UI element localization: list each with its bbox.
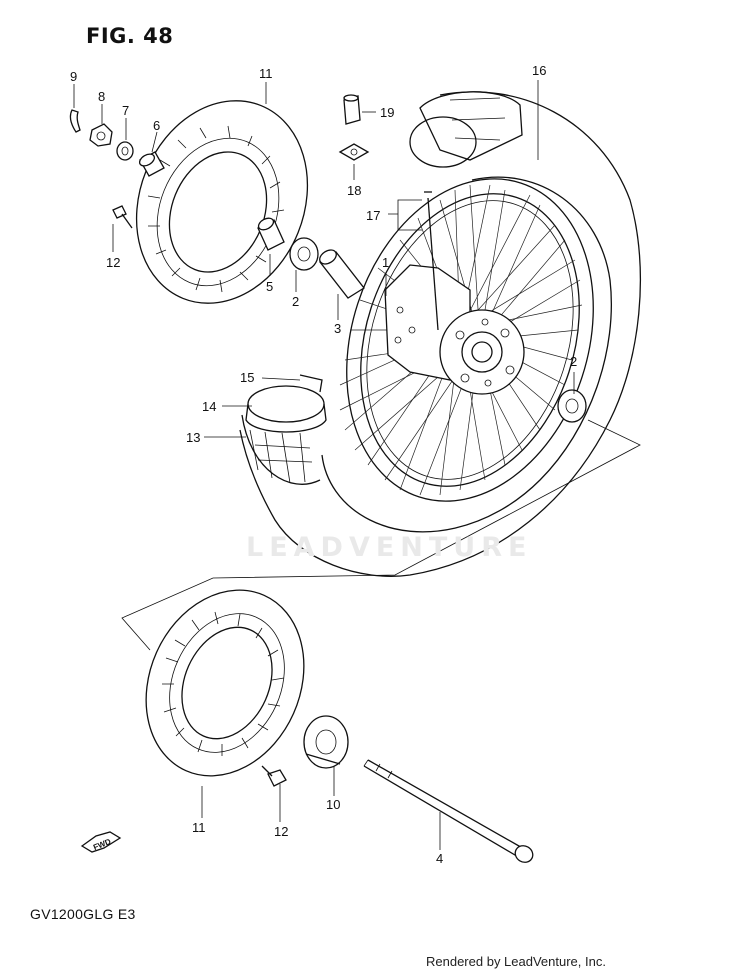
callout-18: 18 — [347, 183, 362, 198]
axle-hardware-left — [69, 109, 165, 177]
brake-disc-bottom — [145, 589, 305, 777]
callout-7: 7 — [122, 103, 130, 118]
bearing-spacers — [257, 217, 365, 299]
inner-tube — [245, 374, 327, 433]
callout-2-left: 2 — [292, 294, 300, 309]
valve-parts — [338, 94, 370, 161]
projection-lines — [121, 419, 641, 651]
callout-16: 16 — [532, 63, 547, 78]
leader-lines — [73, 80, 575, 850]
axle-shaft — [363, 759, 534, 863]
render-credit: Rendered by LeadVenture, Inc. — [426, 954, 606, 969]
speedometer-gearbox — [303, 715, 349, 769]
callout-12-top: 12 — [106, 255, 121, 270]
bearing-right — [557, 389, 587, 423]
callout-3: 3 — [334, 321, 342, 336]
callout-6: 6 — [153, 118, 161, 133]
brake-disc-top — [135, 100, 309, 304]
callout-17: 17 — [366, 208, 381, 223]
callout-2-right: 2 — [570, 354, 578, 369]
bolt-top — [112, 205, 133, 229]
watermark: LEADVENTURE — [246, 532, 533, 563]
hub — [384, 264, 525, 395]
callout-11-bottom: 11 — [192, 820, 206, 835]
fwd-arrow-icon — [80, 831, 122, 853]
callout-4: 4 — [436, 851, 444, 866]
callout-9: 9 — [70, 69, 78, 84]
tire — [239, 91, 642, 577]
callout-14: 14 — [202, 399, 217, 414]
callout-10: 10 — [326, 797, 341, 812]
wheel-rim — [346, 178, 594, 502]
callout-1: 1 — [382, 255, 390, 270]
figure-title: FIG. 48 — [86, 24, 174, 48]
callout-8: 8 — [98, 89, 106, 104]
callout-12-bottom: 12 — [274, 824, 289, 839]
model-code: GV1200GLG E3 — [30, 906, 136, 922]
bolt-bottom — [261, 765, 287, 787]
callout-13: 13 — [186, 430, 201, 445]
callout-11-top: 11 — [259, 66, 273, 81]
callout-5: 5 — [266, 279, 274, 294]
spoke-parts — [424, 191, 439, 331]
callout-19: 19 — [380, 105, 395, 120]
callout-15: 15 — [240, 370, 255, 385]
